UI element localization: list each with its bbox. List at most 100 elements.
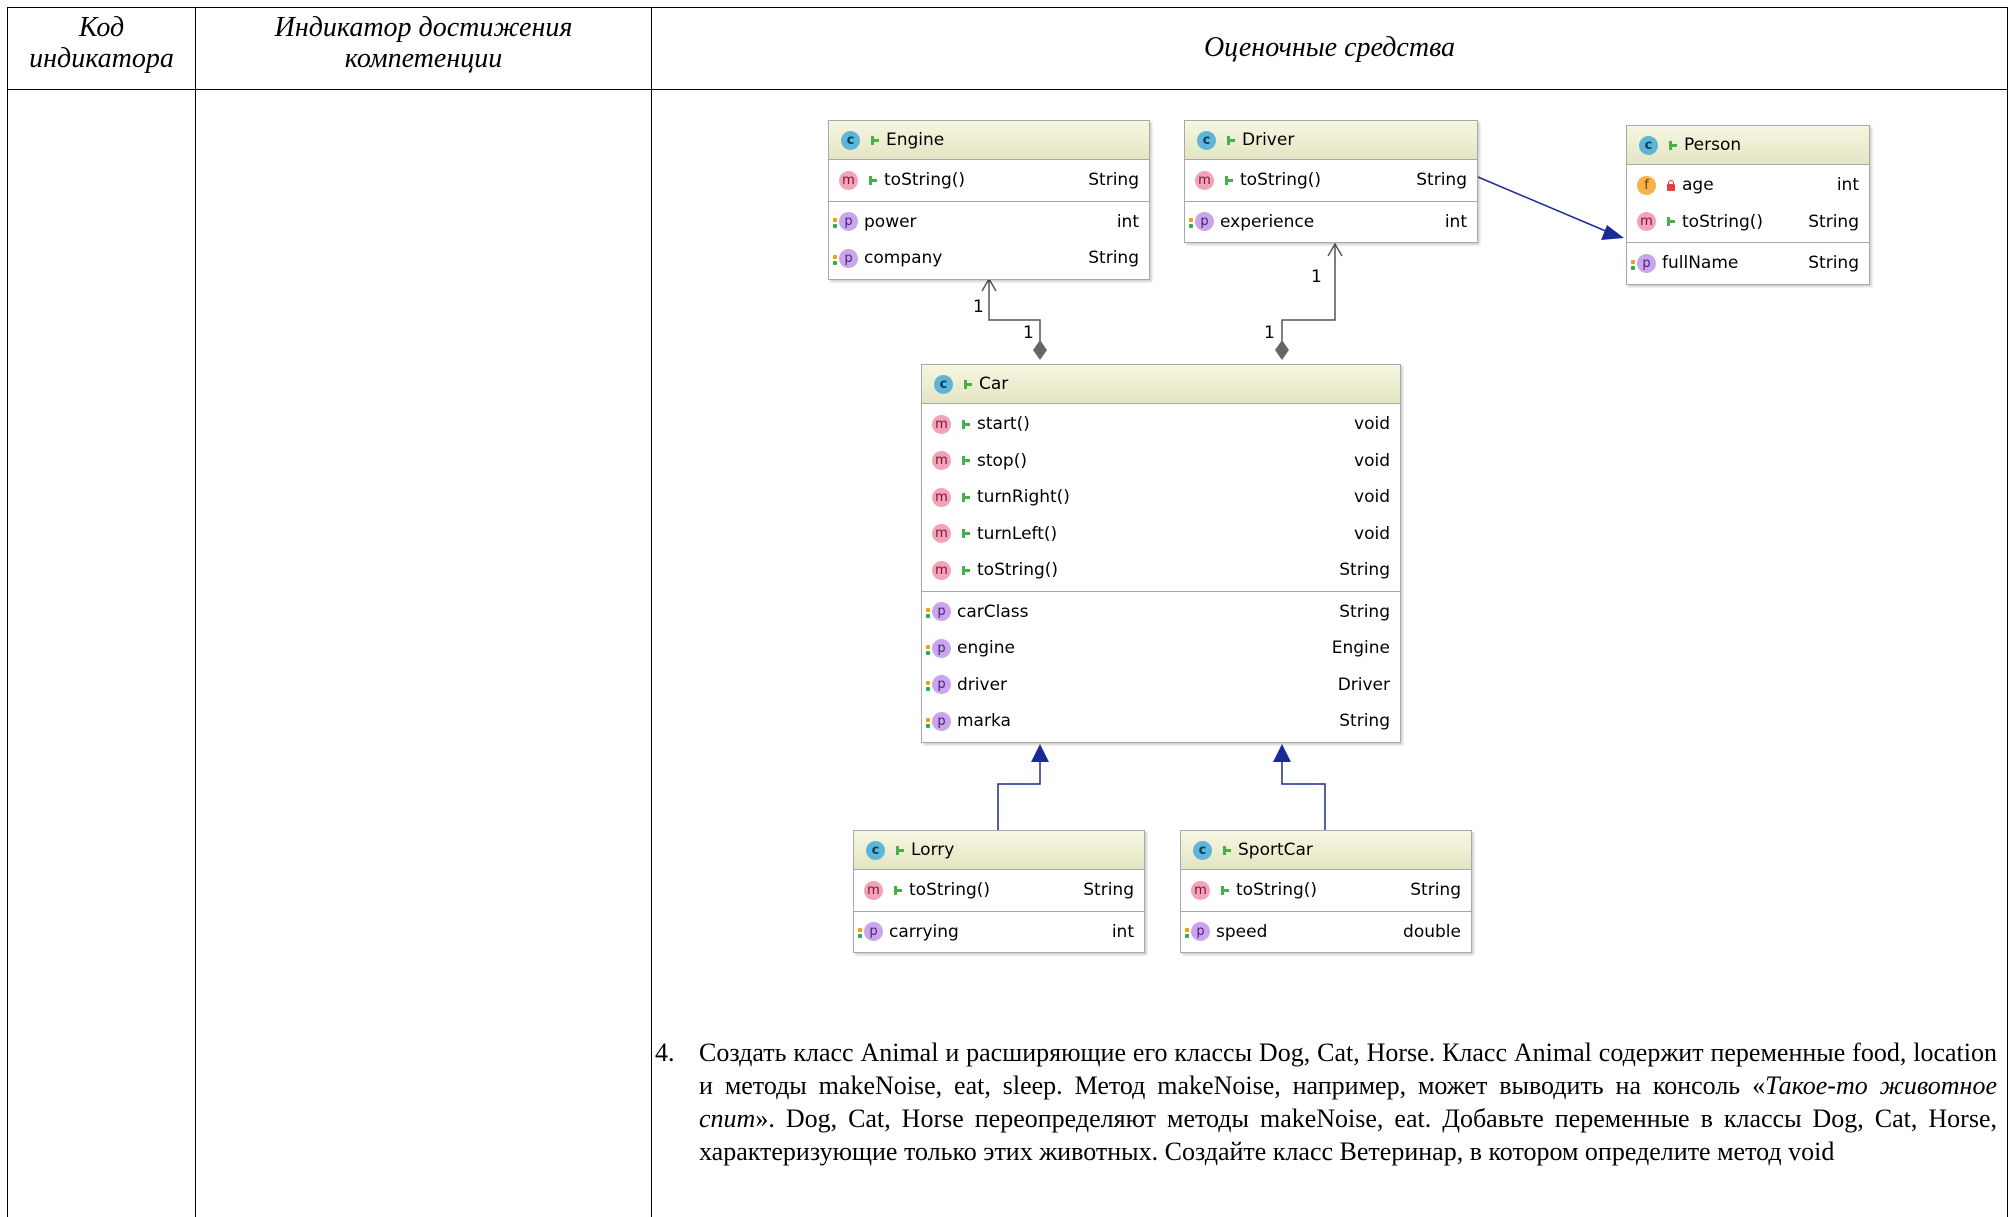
property-icon: p (926, 675, 951, 695)
member-type: Engine (1331, 638, 1390, 659)
member-name: fullName (1662, 253, 1739, 274)
member-name: carClass (957, 601, 1029, 622)
property-icon: p (1631, 253, 1656, 273)
member-type: String (1083, 880, 1134, 901)
method-icon: m (839, 170, 858, 190)
class-icon: c (1639, 135, 1658, 155)
member-name: driver (957, 674, 1008, 695)
driver-composition-line (1281, 244, 1336, 342)
member-type: Driver (1337, 674, 1390, 695)
field-icon: f (1637, 175, 1656, 195)
lock-icon (1666, 179, 1676, 191)
member-type: int (1116, 211, 1139, 232)
member-name: turnLeft() (977, 523, 1058, 544)
member-type: void (1354, 523, 1390, 544)
public-icon (1222, 845, 1232, 856)
table-divider-2 (651, 7, 652, 1217)
member-type: String (1339, 560, 1390, 581)
lorry-inheritance-arrow (1031, 744, 1049, 762)
property-icon: p (926, 638, 951, 658)
task-text-part1: Создать класс Animal и расширяющие его к… (699, 1038, 1997, 1100)
class-icon: c (841, 130, 860, 150)
member-type: int (1111, 921, 1134, 942)
member-type: double (1403, 921, 1461, 942)
task-4-paragraph: 4. Создать класс Animal и расширяющие ег… (655, 1036, 1997, 1168)
class-name: Car (979, 374, 1009, 394)
member-name: start() (977, 414, 1030, 435)
member-type: int (1444, 211, 1467, 232)
method-icon: m (932, 487, 951, 507)
member-name: toString() (1682, 211, 1764, 232)
multiplicity-engine-car-end: 1 (1023, 323, 1034, 343)
member-name: age (1682, 175, 1714, 196)
member-type: String (1339, 711, 1390, 732)
multiplicity-driver-end: 1 (1311, 267, 1322, 287)
member-name: marka (957, 711, 1011, 732)
uml-method: m turnLeft() void (922, 516, 1400, 553)
property-icon: p (1185, 922, 1210, 942)
multiplicity-engine-end: 1 (973, 297, 984, 317)
header-assessment-tools: Оценочные средства (1203, 32, 1456, 63)
driver-diamond (1275, 340, 1289, 360)
class-icon: c (866, 840, 885, 860)
method-icon: m (1191, 880, 1210, 900)
table-border-left (7, 7, 8, 1217)
table-header-divider (7, 89, 2008, 90)
public-icon (963, 379, 973, 390)
member-type: void (1354, 414, 1390, 435)
method-icon: m (932, 451, 951, 471)
member-name: carrying (889, 921, 959, 942)
uml-class-header: c Person (1627, 126, 1869, 165)
public-icon (1666, 216, 1676, 227)
member-type: String (1088, 170, 1139, 191)
member-name: power (864, 211, 917, 232)
sportcar-inheritance-arrow (1273, 744, 1291, 762)
class-icon: c (934, 374, 953, 394)
method-icon: m (864, 880, 883, 900)
sportcar-inheritance-line (1281, 760, 1326, 830)
public-icon (961, 492, 971, 503)
member-name: speed (1216, 921, 1268, 942)
engine-diamond (1033, 340, 1047, 360)
public-icon (1226, 135, 1236, 146)
class-name: SportCar (1238, 840, 1313, 860)
class-name: Person (1684, 135, 1742, 155)
task-number: 4. (655, 1038, 675, 1067)
member-type: void (1354, 450, 1390, 471)
member-type: String (1808, 211, 1859, 232)
member-name: turnRight() (977, 487, 1070, 508)
member-type: void (1354, 487, 1390, 508)
lorry-inheritance-line (997, 760, 1041, 830)
header-indicator-code: Код индикатора (8, 12, 195, 74)
header-indicator-line1: Индикатор достижения (274, 12, 573, 43)
public-icon (870, 135, 880, 146)
member-type: String (1088, 248, 1139, 269)
uml-method: m turnRight() void (922, 479, 1400, 516)
member-name: stop() (977, 450, 1027, 471)
task-text: Создать класс Animal и расширяющие его к… (699, 1036, 1997, 1168)
uml-methods: m start() void m stop() void m turnRight() voi… (922, 404, 1400, 592)
member-name: toString() (909, 880, 991, 901)
property-icon: p (926, 602, 951, 622)
method-icon: m (932, 524, 951, 544)
public-icon (1220, 885, 1230, 896)
